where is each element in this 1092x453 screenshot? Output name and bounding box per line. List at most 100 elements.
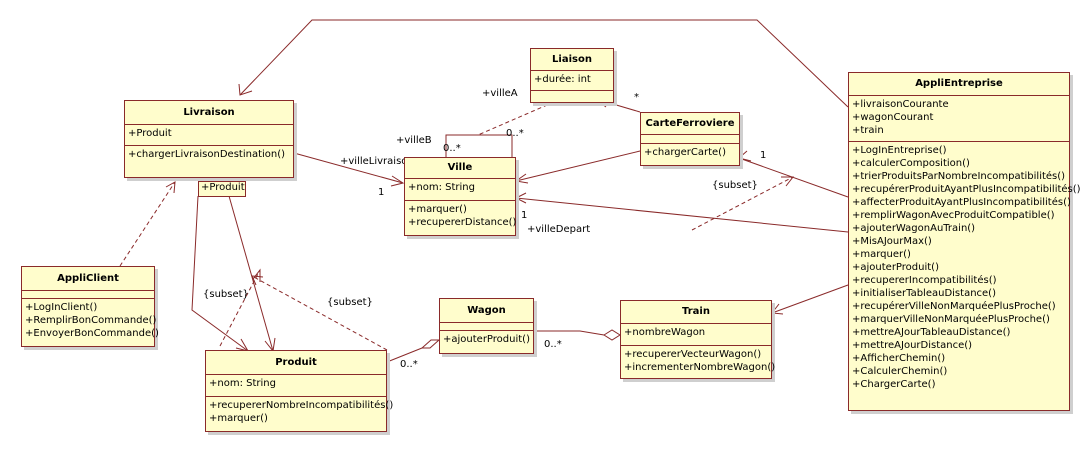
- operations-section: [531, 91, 613, 96]
- operations-section: +marquer() +recupererDistance(): [405, 201, 517, 232]
- attribute: +nombreWagon: [624, 327, 706, 338]
- label-villeB: +villeB: [396, 135, 432, 146]
- operation: +marquer(): [408, 204, 467, 215]
- assoc-appli-train: [771, 284, 849, 314]
- class-title: Liaison: [531, 49, 613, 71]
- class-ville[interactable]: Ville +nom: String +marquer() +recuperer…: [404, 157, 516, 236]
- label-wagon-mult: 0..*: [544, 339, 562, 350]
- operation: +marquer(): [852, 249, 911, 260]
- operations-section: +chargerCarte(): [641, 144, 739, 162]
- operation: +MisAJourMax(): [852, 236, 932, 247]
- operation: +RemplirBonCommande(): [25, 315, 157, 326]
- class-livraison[interactable]: Livraison +Produit +chargerLivraisonDest…: [124, 100, 294, 178]
- label-villeLivraison-mult: 1: [378, 187, 385, 198]
- operation: +recupererDistance(): [408, 217, 517, 228]
- arrowhead-ville-1: [390, 175, 405, 187]
- operation: +affecterProduitAyantPlusIncompatibilité…: [852, 197, 1071, 208]
- operation: +recupererNombreIncompatibilités(): [209, 400, 394, 411]
- operation: +initialiserTableauDistance(): [852, 288, 996, 299]
- assoc-livraison-produit-1: [228, 195, 274, 352]
- attributes-section: +durée: int: [531, 71, 613, 91]
- attribute: +livraisonCourante: [852, 99, 949, 110]
- operation: +ajouterProduit(): [852, 262, 939, 273]
- operation: +incrementerNombreWagon(): [624, 362, 776, 373]
- subset-dash-3: [251, 275, 388, 351]
- operations-section: +recupererNombreIncompatibilités() +marq…: [206, 397, 394, 428]
- operations-section: +LogInEntreprise() +calculerComposition()…: [849, 142, 1081, 394]
- attributes-section: +nom: String: [206, 375, 386, 397]
- attributes-section: [440, 323, 533, 331]
- label-villeDepart: +villeDepart: [527, 224, 591, 235]
- arrowhead-ville-2: [514, 173, 529, 184]
- attribute: +nom: String: [209, 378, 276, 389]
- label-subset-2: {subset}: [203, 289, 249, 300]
- class-produit[interactable]: Produit +nom: String +recupererNombreInc…: [205, 350, 394, 432]
- class-applientreprise[interactable]: AppliEntreprise +livraisonCourante +wago…: [848, 72, 1081, 411]
- arrowhead-ville-3: [514, 192, 527, 204]
- label-liaison-star: *: [634, 92, 639, 103]
- operation: +ajouterProduit(): [443, 334, 530, 345]
- subset-dash-2: [219, 269, 261, 347]
- class-title: Wagon: [440, 299, 533, 323]
- arrowhead-subset-1: [781, 176, 795, 187]
- operation: +recupérerProduitAyantPlusIncompatibilit…: [852, 184, 1081, 195]
- operation: +mettreAJourDistance(): [852, 340, 973, 351]
- attributes-section: [22, 291, 154, 299]
- operation: +LogInEntreprise(): [852, 145, 947, 156]
- qualifier-produit: +Produit: [198, 181, 246, 197]
- label-produit-mult: 0..*: [400, 359, 418, 370]
- assoc-carte-ville: [515, 150, 641, 182]
- operation: +EnvoyerBonCommande(): [25, 328, 159, 339]
- operation: +ChargerCarte(): [852, 379, 936, 390]
- operation: +ajouterWagonAuTrain(): [852, 223, 976, 234]
- operation: +marquer(): [209, 413, 268, 424]
- class-title: AppliEntreprise: [849, 73, 1069, 96]
- label-carte-mult: 1: [760, 150, 767, 161]
- operation: +mettreAJourTableauDistance(): [852, 327, 1011, 338]
- subset-dash-1: [691, 176, 794, 231]
- operation: +AfficherChemin(): [852, 353, 946, 364]
- attribute: +Produit: [128, 128, 172, 139]
- operation: +recupererIncompatibilités(): [852, 275, 997, 286]
- operation: +CalculerChemin(): [852, 366, 948, 377]
- arrowhead-subset-3: [251, 275, 264, 286]
- operation: +chargerCarte(): [644, 147, 726, 158]
- operation: +recupererVecteurWagon(): [624, 349, 762, 360]
- assoc-livraison-ville: [293, 152, 404, 184]
- operation: +marquerVilleNonMarquéePlusProche(): [852, 314, 1050, 325]
- assoc-appli-ville: [515, 197, 849, 233]
- class-appliclient[interactable]: AppliClient +LogInClient() +RemplirBonCo…: [21, 266, 159, 347]
- operation: +calculerComposition(): [852, 158, 970, 169]
- attribute: +train: [852, 125, 884, 136]
- diamond-wagon: [420, 339, 441, 349]
- arrowhead-dep: [165, 181, 176, 194]
- label-self-mult-b: 0..*: [506, 128, 524, 139]
- attributes-section: [641, 135, 739, 144]
- operations-section: +chargerLivraisonDestination(): [125, 146, 293, 164]
- attributes-section: +livraisonCourante +wagonCourant +train: [849, 96, 1069, 142]
- class-carteferroviere[interactable]: CarteFerroviere +chargerCarte(): [640, 112, 740, 166]
- arrowhead-livraison: [238, 83, 253, 96]
- class-title: Produit: [206, 351, 386, 375]
- self-assoc-ville: [445, 134, 513, 158]
- class-title: AppliClient: [22, 267, 154, 291]
- assoc-appli-livraison: [239, 19, 849, 108]
- operation: +remplirWagonAvecProduitCompatible(): [852, 210, 1055, 221]
- operation: +chargerLivraisonDestination(): [128, 149, 286, 160]
- label-villeLivraison: +villeLivraison: [340, 156, 414, 167]
- label-self-mult-a: 0..*: [443, 143, 461, 154]
- attributes-section: +nombreWagon: [621, 324, 771, 346]
- dependency-client-livraison: [119, 181, 176, 267]
- operation: +recupérerVilleNonMarquéePlusProche(): [852, 301, 1056, 312]
- class-wagon[interactable]: Wagon +ajouterProduit(): [439, 298, 534, 354]
- class-liaison[interactable]: Liaison +durée: int: [530, 48, 614, 103]
- class-train[interactable]: Train +nombreWagon +recupererVecteurWago…: [620, 300, 776, 379]
- operation: +trierProduitsParNombreIncompatibilités(…: [852, 171, 1066, 182]
- arrowhead-carte: [737, 150, 752, 162]
- attribute: +durée: int: [534, 74, 591, 85]
- class-title: CarteFerroviere: [641, 113, 739, 135]
- class-title: Ville: [405, 158, 515, 179]
- diamond-train: [603, 329, 621, 341]
- assoc-livraison-produit-2: [191, 195, 249, 352]
